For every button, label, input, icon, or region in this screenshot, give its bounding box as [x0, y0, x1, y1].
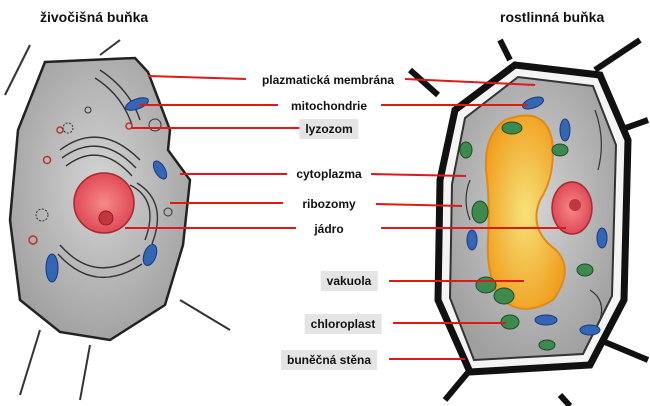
label-plasma-membrane: plazmatická membrána: [261, 73, 395, 87]
animal-lysosomes: [28, 122, 133, 245]
label-mitochondria: mitochondrie: [290, 99, 368, 113]
animal-nucleolus: [98, 210, 114, 226]
animal-mitochondria: [45, 97, 168, 283]
label-lysosome: lyzozom: [299, 119, 359, 139]
plant-mitochondria: [466, 96, 608, 336]
leader-cytoplasm-right: [370, 173, 467, 177]
label-ribosomes: ribozomy: [302, 197, 356, 211]
leader-lines: [125, 75, 566, 360]
label-nucleus: jádro: [314, 222, 344, 236]
animal-cell-title: živočišná buňka: [40, 9, 149, 25]
leader-plasma-membrane-right: [404, 78, 536, 86]
label-vacuole: vakuola: [320, 271, 378, 291]
animal-cell: [4, 39, 231, 401]
plant-background-walls: [408, 37, 650, 406]
leader-ribosomes-right: [375, 203, 463, 207]
plant-vacuole: [484, 114, 566, 310]
leader-plasma-membrane-left: [147, 75, 247, 80]
plant-chloroplasts: [459, 121, 594, 351]
label-chloroplast: chloroplast: [304, 314, 382, 334]
animal-background-lines: [4, 39, 231, 401]
label-cytoplasm: cytoplazma: [296, 167, 362, 181]
endoplasmic-reticulum: [57, 69, 159, 279]
plant-cell: [408, 37, 650, 406]
plant-cell-title: rostlinná buňka: [500, 9, 605, 25]
label-cell-wall: buněčná stěna: [280, 350, 378, 370]
plant-er: [465, 109, 603, 321]
plant-nucleolus: [569, 199, 581, 211]
animal-nucleus: [73, 172, 135, 234]
animal-vesicles: [35, 106, 173, 222]
